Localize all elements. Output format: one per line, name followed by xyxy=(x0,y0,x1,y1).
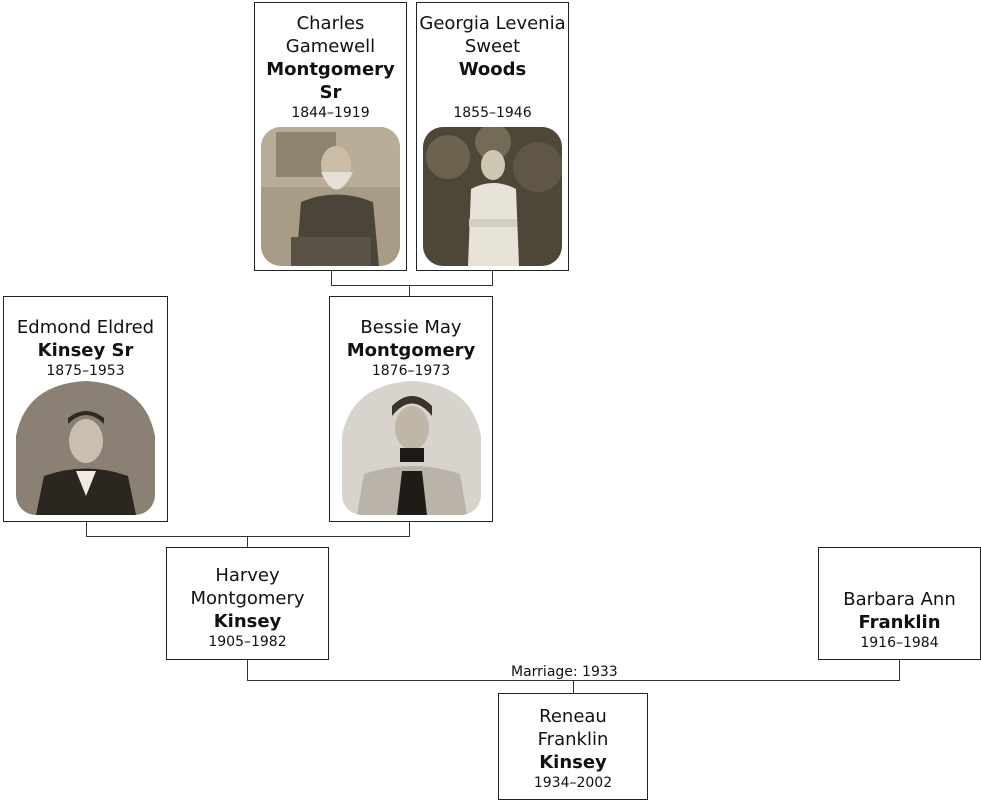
person-card-charles[interactable]: Charles Gamewell Montgomery Sr 1844–1919 xyxy=(254,2,407,271)
person-surname: Kinsey xyxy=(213,611,282,632)
person-card-harvey[interactable]: Harvey Montgomery Kinsey 1905–1982 xyxy=(166,547,329,660)
connector-line xyxy=(247,660,248,680)
connector-line xyxy=(409,522,410,536)
person-dates: 1934–2002 xyxy=(533,775,613,791)
person-dates: 1875–1953 xyxy=(46,363,125,379)
person-surname: Woods xyxy=(458,59,527,80)
connector-line xyxy=(899,660,900,680)
person-given-name: Harvey Montgomery xyxy=(190,565,305,609)
connector-line xyxy=(247,536,248,548)
portrait-photo xyxy=(261,127,400,266)
connector-line xyxy=(86,522,87,536)
person-card-barbara[interactable]: Barbara Ann Franklin 1916–1984 xyxy=(818,547,981,660)
connector-line xyxy=(492,269,493,285)
person-card-edmond[interactable]: Edmond Eldred Kinsey Sr 1875–1953 xyxy=(3,296,168,522)
person-dates: 1855–1946 xyxy=(453,105,532,121)
person-card-reneau[interactable]: Reneau Franklin Kinsey 1934–2002 xyxy=(498,693,648,800)
portrait-photo xyxy=(423,127,562,266)
connector-line xyxy=(331,269,332,285)
connector-line xyxy=(573,680,574,694)
person-card-georgia[interactable]: Georgia Levenia Sweet Woods 1855–1946 xyxy=(416,2,569,271)
person-surname: Montgomery xyxy=(346,340,476,361)
person-given-name: Barbara Ann xyxy=(843,589,956,610)
person-given-name: Reneau Franklin xyxy=(537,706,609,750)
connector-line xyxy=(409,285,410,297)
person-given-name: Charles Gamewell xyxy=(285,13,376,57)
person-surname: Kinsey Sr xyxy=(37,340,134,361)
person-surname: Franklin xyxy=(858,612,941,633)
portrait-photo xyxy=(16,376,155,515)
person-dates: 1916–1984 xyxy=(860,635,939,651)
person-dates: 1905–1982 xyxy=(208,634,287,650)
person-dates: 1876–1973 xyxy=(371,363,451,379)
portrait-photo xyxy=(342,376,481,515)
connector-line xyxy=(331,285,493,286)
person-surname: Kinsey xyxy=(539,752,607,773)
person-given-name: Georgia Levenia Sweet xyxy=(419,13,566,57)
marriage-label: Marriage: 1933 xyxy=(511,664,618,680)
person-given-name: Edmond Eldred xyxy=(16,317,155,338)
connector-line xyxy=(86,536,410,537)
person-dates: 1844–1919 xyxy=(291,105,370,121)
person-card-bessie[interactable]: Bessie May Montgomery 1876–1973 xyxy=(329,296,493,522)
person-given-name: Bessie May xyxy=(360,317,462,338)
person-surname: Montgomery Sr xyxy=(266,59,395,103)
